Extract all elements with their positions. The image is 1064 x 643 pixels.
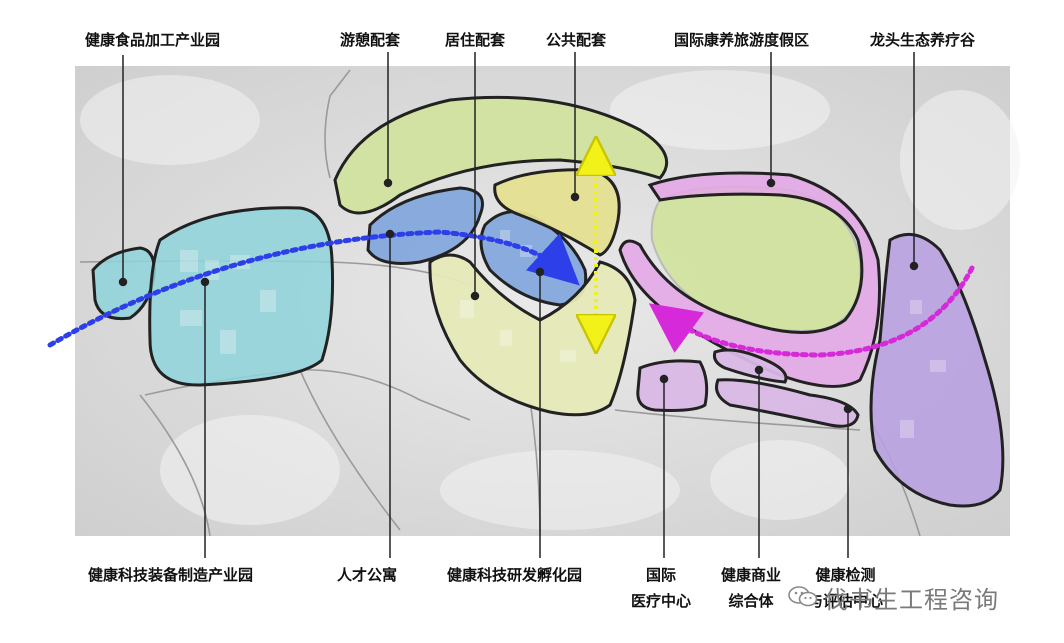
label-commerce-line2: 综合体 [728, 592, 774, 610]
watermark: 伐书生工程咨询 [788, 580, 999, 614]
zone-residence [428, 253, 637, 417]
label-medical-center-line2: 医疗中心 [631, 592, 692, 610]
leader-lines [118, 52, 919, 558]
watermark-text: 伐书生工程咨询 [824, 585, 999, 614]
label-medical-center-line1: 国际 [646, 566, 677, 584]
label-leisure-support: 游憩配套 [340, 31, 401, 49]
label-commerce-line1: 健康商业 [721, 566, 782, 584]
label-resort: 国际康养旅游度假区 [674, 31, 810, 49]
label-residence-support: 居住配套 [445, 31, 506, 49]
zone-leisure [333, 95, 669, 215]
label-testing-center: 健康检测 与评估中心 [808, 562, 883, 614]
wechat-icon [788, 585, 818, 609]
label-public-support: 公共配套 [546, 31, 607, 49]
zone-medical-center [636, 359, 709, 412]
label-commerce-complex: 健康商业 综合体 [721, 562, 781, 614]
zone-talent-apartment [366, 186, 484, 265]
zone-resort-ring [618, 171, 881, 388]
label-talent-apartment: 人才公寓 [337, 566, 398, 584]
label-eco-valley: 龙头生态养疗谷 [870, 31, 976, 49]
blue-flow-arrow [47, 229, 580, 348]
zone-equipment-manufacturing [148, 206, 335, 387]
label-medical-center: 国际 医疗中心 [631, 562, 691, 614]
label-testing-line1: 健康检测 [815, 566, 876, 584]
zone-eco-valley [869, 232, 1005, 508]
label-testing-line2: 与评估中心 [808, 592, 884, 610]
label-food-processing-park: 健康食品加工产业园 [85, 31, 221, 49]
magenta-flow-arrow [648, 265, 975, 358]
zone-public [493, 168, 621, 257]
zone-commerce [713, 348, 788, 384]
label-equipment-park: 健康科技装备制造产业园 [88, 566, 254, 584]
label-incubator: 健康科技研发孵化园 [447, 566, 583, 584]
